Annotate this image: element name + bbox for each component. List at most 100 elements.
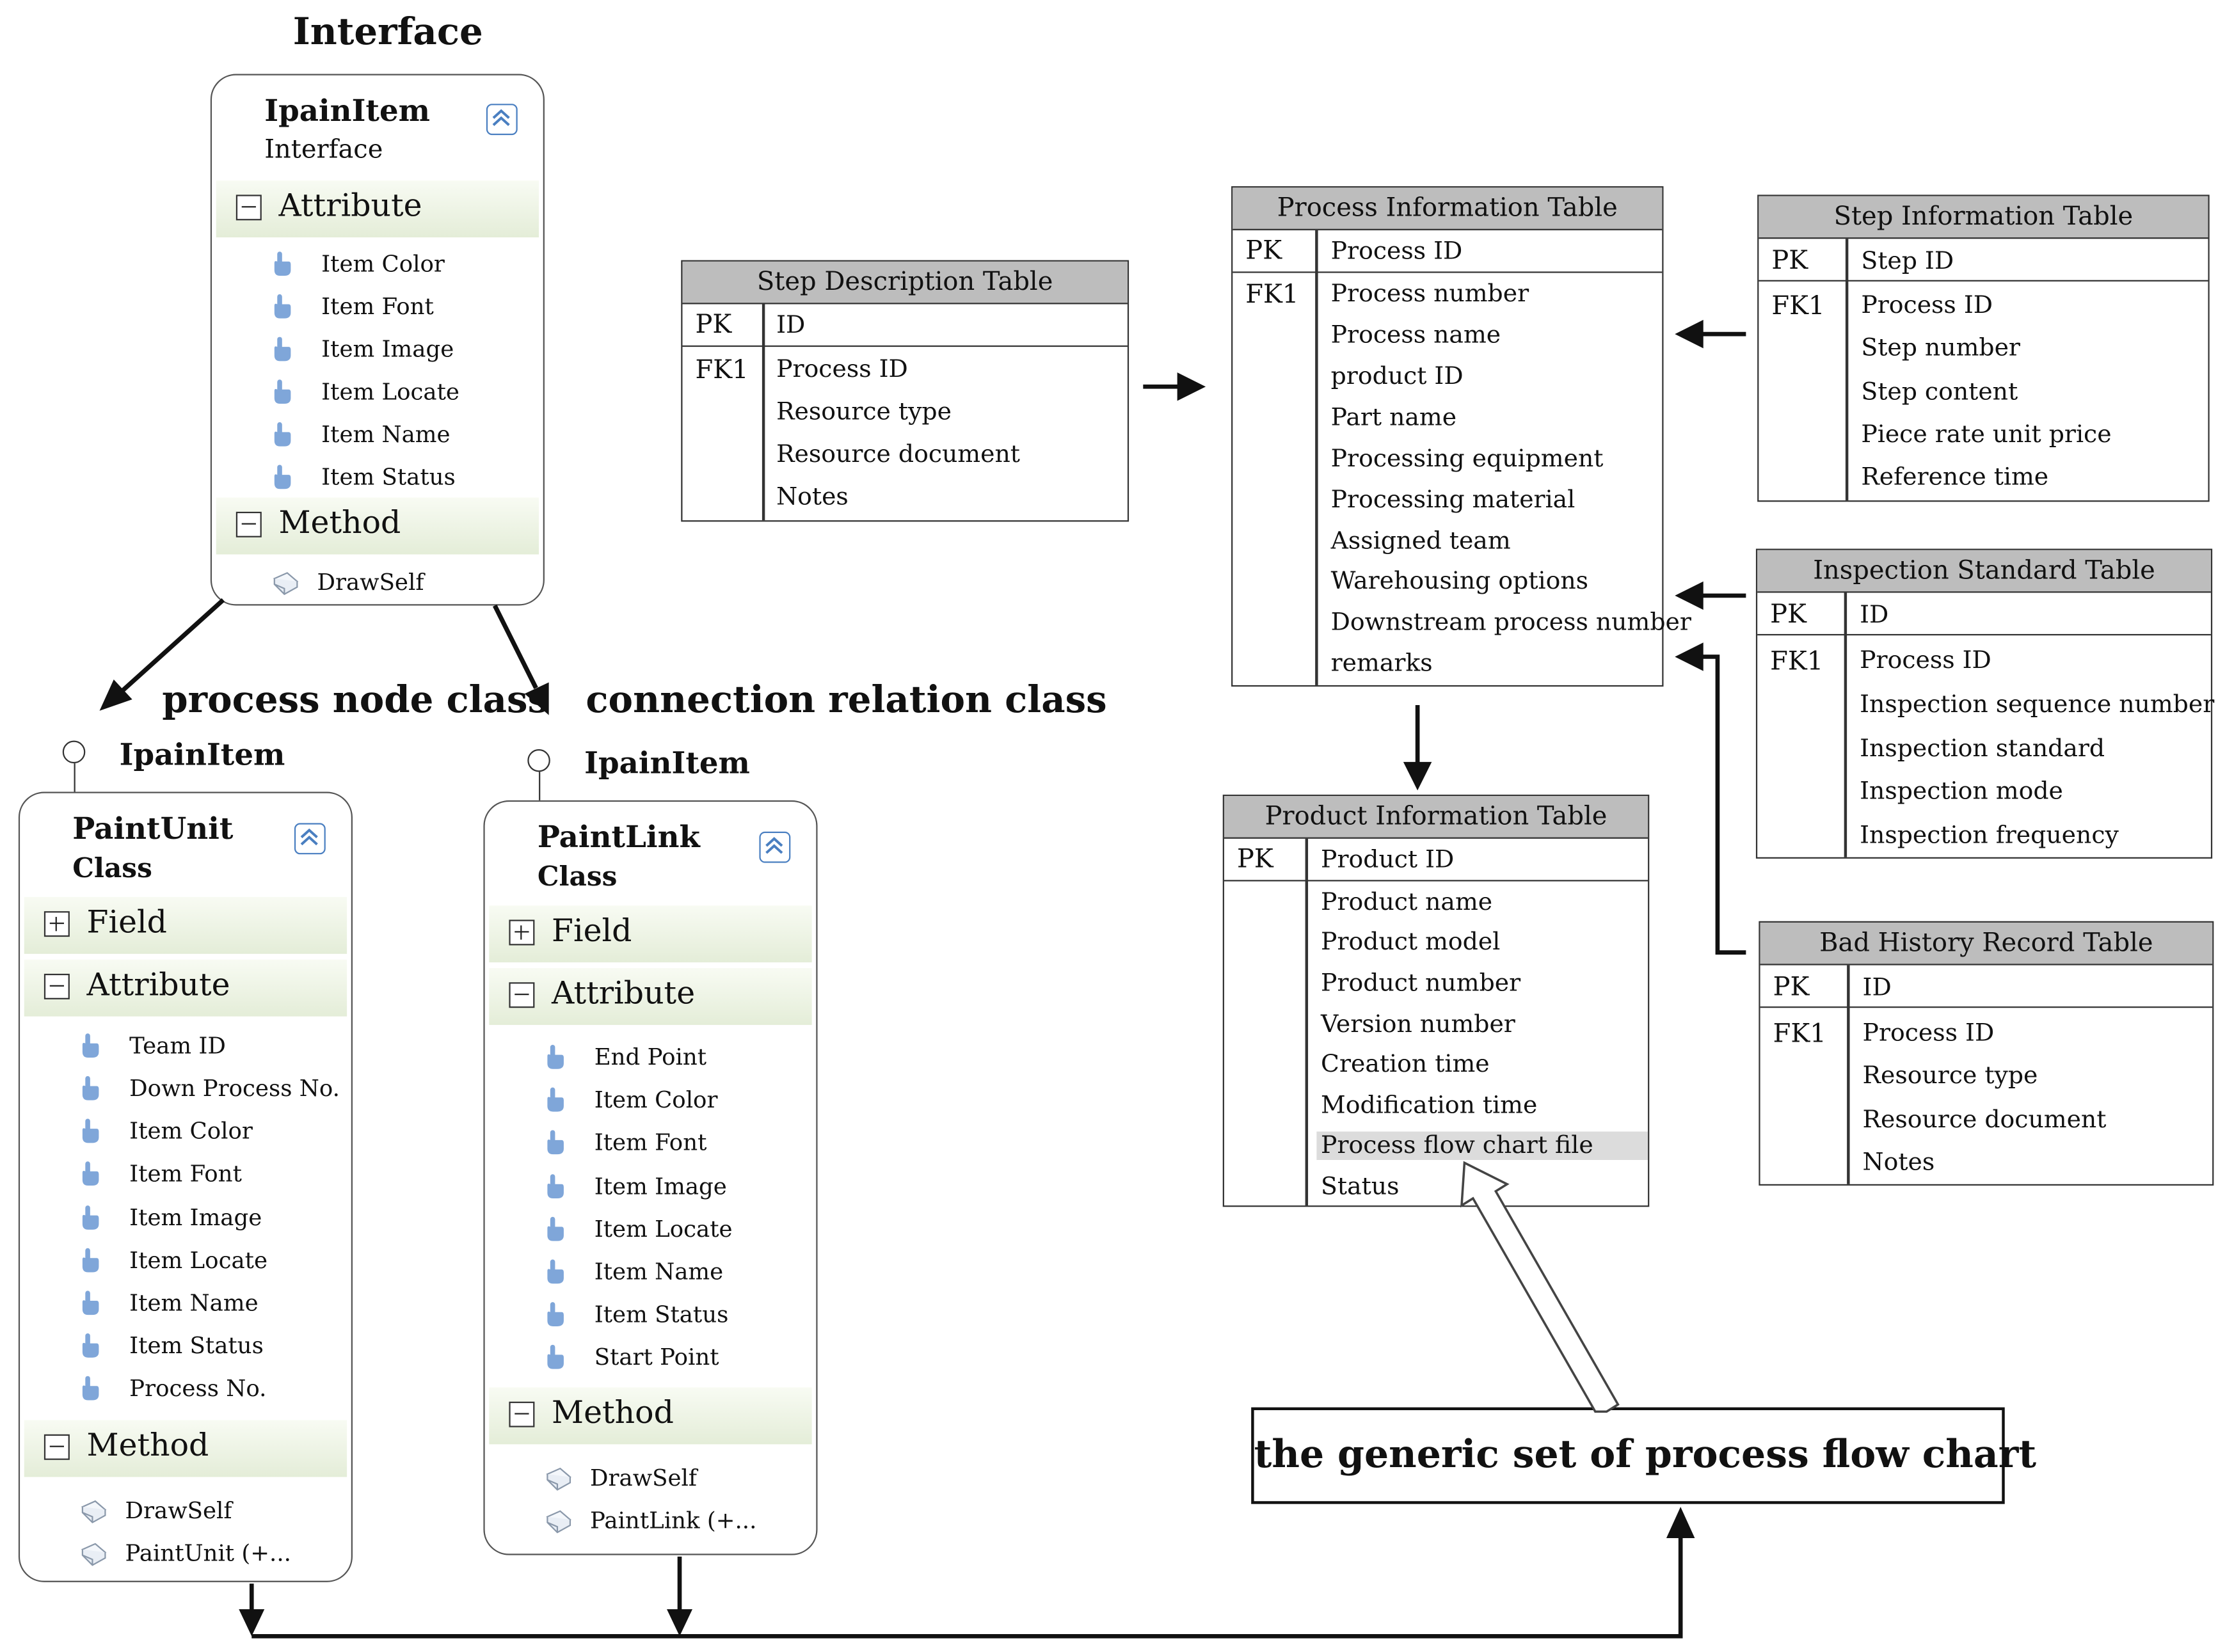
arrowhead xyxy=(667,1609,693,1637)
interface-name: IpainItem xyxy=(264,92,431,128)
method-section-label: Method xyxy=(278,505,401,542)
method-section-header[interactable]: Method xyxy=(216,497,539,555)
hollow-arrow-to-flowchart-file xyxy=(1460,1161,1620,1413)
pointing-hand-icon xyxy=(79,1075,99,1102)
double-chevron-up-icon[interactable] xyxy=(294,823,326,855)
paintlink-class-box: PaintLink Class Field Attribute End Poin… xyxy=(483,800,818,1555)
field-section-label: Field xyxy=(552,914,632,950)
table-column-divider xyxy=(1305,838,1307,1206)
attribute-section-header[interactable]: Attribute xyxy=(216,180,539,238)
interface-lollipop-icon xyxy=(62,740,86,764)
attribute-section-label: Attribute xyxy=(552,976,696,1012)
pointing-hand-icon xyxy=(271,335,291,362)
table-title: Process Information Table xyxy=(1233,187,1663,230)
plus-box-icon[interactable] xyxy=(509,919,535,946)
pointing-hand-icon xyxy=(79,1160,99,1187)
table-pk-label: PK xyxy=(1773,972,1810,1003)
method-book-icon xyxy=(79,1498,108,1524)
arrowhead xyxy=(524,682,549,715)
table-field: Creation time xyxy=(1321,1050,1490,1079)
minus-box-icon[interactable] xyxy=(44,973,70,999)
table-fk-label: FK1 xyxy=(1771,291,1825,322)
field-section-header[interactable]: Field xyxy=(489,905,812,963)
table-field: Process ID xyxy=(1860,646,1991,676)
paintunit-interface-label: IpainItem xyxy=(119,736,285,772)
table-column-divider xyxy=(1845,239,1848,501)
minus-box-icon[interactable] xyxy=(235,511,262,537)
arrow-badhistory-to-process xyxy=(1700,655,1746,955)
arrowhead xyxy=(99,679,132,711)
table-column-divider xyxy=(1847,965,1849,1184)
attribute-section-header[interactable]: Attribute xyxy=(24,959,347,1017)
arrowhead xyxy=(1675,581,1703,610)
pointing-hand-icon xyxy=(545,1129,564,1156)
double-chevron-up-icon[interactable] xyxy=(759,831,791,863)
double-chevron-up-icon[interactable] xyxy=(486,104,518,136)
arrowhead xyxy=(1177,372,1206,401)
table-field: Resource document xyxy=(776,440,1021,470)
attribute-section-label: Attribute xyxy=(86,968,230,1004)
minus-box-icon[interactable] xyxy=(44,1434,70,1460)
pointing-hand-icon xyxy=(271,421,291,448)
process-flow-chart-file-field[interactable]: Process flow chart file xyxy=(1316,1131,1648,1160)
bad-history-record-table: Bad History Record Table PK ID FK1 Proce… xyxy=(1759,921,2214,1186)
connection-relation-class-label: connection relation class xyxy=(586,679,1107,722)
field-section-header[interactable]: Field xyxy=(24,896,347,954)
arrowhead xyxy=(1675,642,1703,671)
step-information-table: Step Information Table PK Step ID FK1 Pr… xyxy=(1757,195,2210,502)
paintlink-interface-label: IpainItem xyxy=(584,745,750,781)
arrowhead xyxy=(239,1609,265,1637)
paintlink-name: PaintLink xyxy=(537,818,700,855)
arrow-interface-to-link xyxy=(493,604,538,689)
table-column-divider xyxy=(1844,592,1847,857)
pointing-hand-icon xyxy=(545,1344,564,1370)
arrowhead xyxy=(1675,319,1703,349)
minus-box-icon[interactable] xyxy=(509,1401,535,1427)
generic-set-box: the generic set of process flow chart xyxy=(1251,1407,2036,1504)
method-book-icon xyxy=(271,570,299,596)
pointing-hand-icon xyxy=(79,1247,99,1274)
table-pk-label: PK xyxy=(1771,246,1808,276)
pointing-hand-icon xyxy=(79,1332,99,1359)
interface-class-box: IpainItem Interface Attribute Item Color… xyxy=(210,74,545,606)
table-field: Process number xyxy=(1330,280,1529,309)
arrowhead xyxy=(1666,1507,1695,1538)
inspection-standard-table: Inspection Standard Table PK ID FK1 Proc… xyxy=(1755,548,2214,859)
method-section-header[interactable]: Method xyxy=(489,1387,812,1445)
minus-box-icon[interactable] xyxy=(235,195,262,221)
table-title: Step Description Table xyxy=(682,261,1128,305)
method-section-header[interactable]: Method xyxy=(24,1420,347,1477)
table-pk-row xyxy=(1233,230,1663,273)
pointing-hand-icon xyxy=(545,1044,564,1070)
pointing-hand-icon xyxy=(79,1204,99,1231)
step-description-table: Step Description Table PK ID FK1 Process… xyxy=(681,260,1129,522)
highlighted-field[interactable]: Process flow chart file xyxy=(1316,1131,1648,1160)
pointing-hand-icon xyxy=(79,1374,99,1401)
pointing-hand-icon xyxy=(545,1173,564,1200)
pointing-hand-icon xyxy=(271,293,291,320)
table-field: Piece rate unit price xyxy=(1861,420,2112,450)
minus-box-icon[interactable] xyxy=(509,982,535,1008)
table-pk-row xyxy=(1760,965,2213,1008)
paintunit-class-box: PaintUnit Class Field Attribute Team ID … xyxy=(18,791,353,1582)
attribute-section-header[interactable]: Attribute xyxy=(489,968,812,1025)
table-field: Warehousing options xyxy=(1330,567,1589,596)
plus-box-icon[interactable] xyxy=(44,911,70,937)
table-field: Process ID xyxy=(1862,1019,1995,1048)
table-field: Assigned team xyxy=(1330,527,1511,556)
table-field: Product name xyxy=(1321,888,1493,917)
table-pk-field: Step ID xyxy=(1861,247,1954,276)
table-column-divider xyxy=(1315,230,1318,685)
paintunit-name: PaintUnit xyxy=(72,810,234,846)
pointing-hand-icon xyxy=(545,1216,564,1243)
lollipop-stem xyxy=(538,772,541,800)
method-book-icon xyxy=(545,1508,573,1534)
table-pk-label: PK xyxy=(1236,844,1273,875)
table-field: Version number xyxy=(1321,1010,1515,1040)
paintlink-subtitle: Class xyxy=(537,861,618,893)
pointing-hand-icon xyxy=(271,250,291,277)
table-field: Part name xyxy=(1330,403,1457,433)
table-field: Process ID xyxy=(776,355,908,384)
method-book-icon xyxy=(545,1466,573,1491)
